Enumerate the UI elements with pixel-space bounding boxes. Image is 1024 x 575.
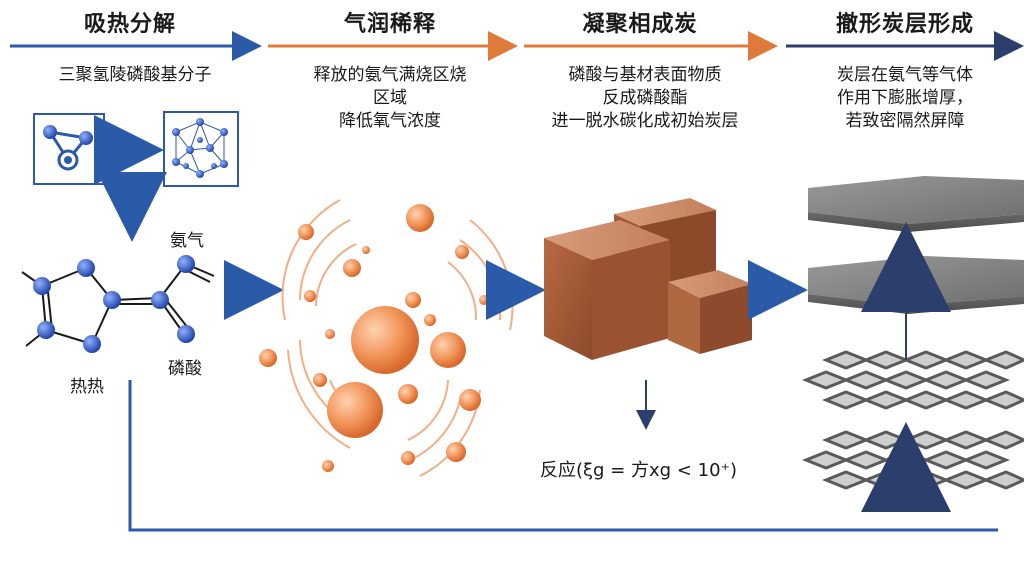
stage-4-desc-line-2: 作用下膨胀增厚， [837,88,973,108]
char-layer-middle [808,256,1024,314]
network-icon-box [163,111,239,187]
stage-4-desc: 炭层在氨气等气体 作用下膨胀增厚， 若致密隔然屏障 [790,64,1020,133]
char-brick-small [668,270,752,354]
stage-2-desc-line-3: 降低氧气浓度 [339,111,441,131]
stage-2-desc-line-2: 区域 [373,88,407,108]
ammonia-label: 氨气 [170,231,204,251]
phosphoric-acid-label: 磷酸 [168,359,202,379]
stage-2-title: 气润稀释 [343,12,436,37]
stage-3-desc-line-3: 进一脱水碳化成初始炭层 [551,111,739,131]
stage-2-desc-line-1: 释放的氨气满烧区烧 [313,65,467,85]
reaction-formula: 反应(ξg = 方xg < 10⁺) [540,460,738,481]
stage-2-desc: 释放的氨气满烧区烧 区域 降低氧气浓度 [270,64,510,133]
stage-1-desc: 三聚氢陵磷酸基分子 [20,64,250,87]
stage-3-desc: 磷酸与基材表面物质 反成磷酸酯 进一脱水碳化成初始炭层 [515,64,775,133]
stage-1-desc-line-1: 三聚氢陵磷酸基分子 [58,65,212,85]
stage-3-desc-line-1: 磷酸与基材表面物质 [568,65,722,85]
molecule-icon-box [33,113,105,185]
stage-3-desc-line-2: 反成磷酸酯 [602,88,688,108]
stage-4-desc-line-1: 炭层在氨气等气体 [837,65,973,85]
stage-4-title: 撤形炭层形成 [835,12,974,37]
char-layer-top [808,176,1024,232]
honeycomb-layer-upper [801,350,1024,410]
honeycomb-layer-lower [801,430,1024,490]
feedback-loop-line [128,380,998,532]
stage-1-title: 吸热分解 [83,12,176,37]
char-brick-main [544,220,670,360]
gas-bubbles [259,204,489,472]
stage-4-desc-line-3: 若致密隔然屏障 [845,111,965,131]
stage-3-title: 凝聚相成炭 [582,12,698,37]
heat-label: 热热 [70,377,104,397]
ring-molecule-atoms [33,255,195,353]
